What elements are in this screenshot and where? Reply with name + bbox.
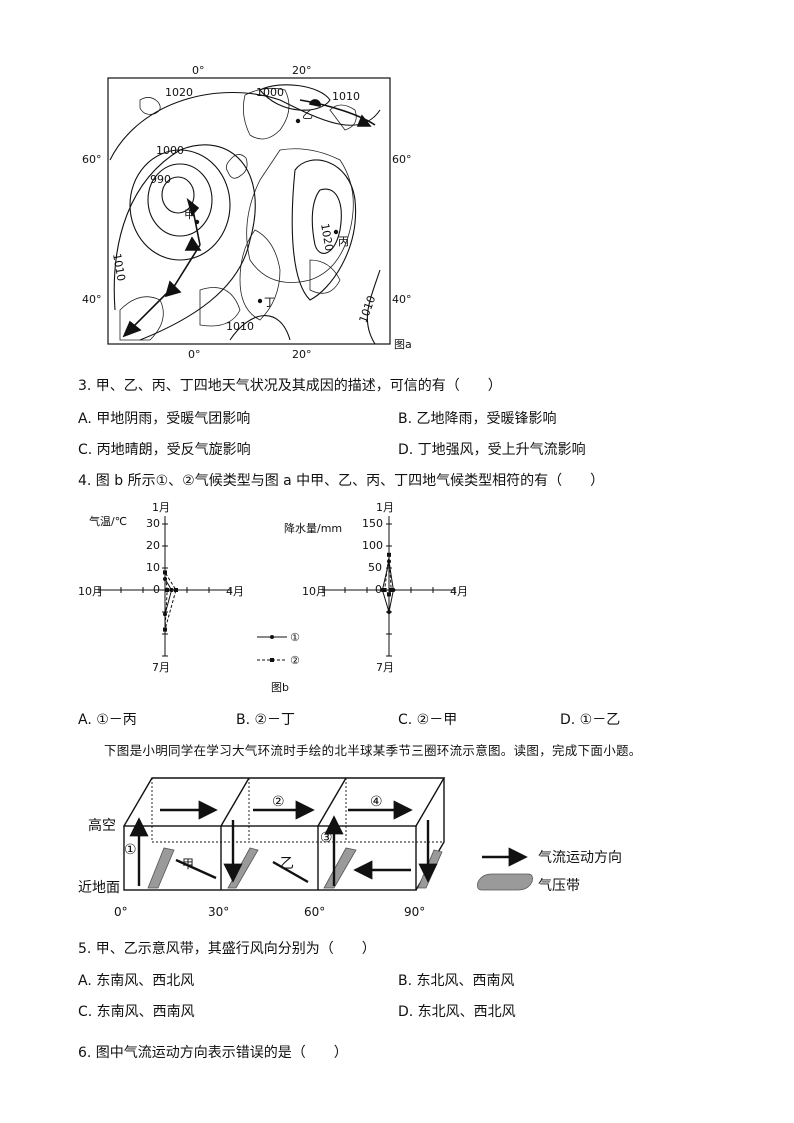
temp-month-jul: 7月	[152, 661, 170, 674]
radar-point-series-1	[387, 610, 391, 614]
lat-30: 30°	[208, 905, 229, 919]
q5-option-d[interactable]: D. 东北风、西北风	[398, 1004, 516, 1020]
climate-radar-charts: 气温/℃ 1月 4月 7月 10月 30 20 10 0 降水量/mm 1月 4…	[78, 501, 468, 694]
place-label-bing: 丙	[338, 235, 349, 248]
lat-label-right-40: 40°	[392, 293, 412, 306]
precip-month-oct: 10月	[302, 585, 327, 598]
precip-month-apr: 4月	[450, 585, 468, 598]
temp-tick-20: 20	[146, 539, 160, 552]
q3-option-c[interactable]: C. 丙地晴朗，受反气旋影响	[78, 442, 251, 458]
fig-b-caption: 图b	[271, 681, 289, 694]
circled-2: ②	[272, 794, 285, 810]
isobar-label: 1000	[156, 144, 184, 157]
q3-option-a[interactable]: A. 甲地阴雨，受暖气团影响	[78, 411, 251, 427]
radar-point-series-2	[382, 588, 387, 592]
precip-ylabel: 降水量/mm	[284, 521, 342, 535]
q3-option-d[interactable]: D. 丁地强风，受上升气流影响	[398, 442, 586, 458]
temp-tick-10: 10	[146, 561, 160, 574]
q5-option-a[interactable]: A. 东南风、西北风	[78, 973, 195, 989]
lat-90: 90°	[404, 905, 425, 919]
isobar-label: 1010	[110, 252, 128, 282]
isobar-label: 1000	[256, 86, 284, 99]
isobar-label: 1020	[165, 86, 193, 99]
pressure-belt-legend-swatch	[477, 873, 533, 891]
lon-label-top-0: 0°	[192, 64, 205, 77]
belt-label-jia: 甲	[182, 857, 194, 871]
isobar-label: 1010	[226, 320, 254, 333]
radar-point-series-2	[387, 552, 391, 557]
question-3-stem: 3. 甲、乙、丙、丁四地天气状况及其成因的描述，可信的有（ ）	[78, 378, 502, 394]
lon-label-top-20: 20°	[292, 64, 312, 77]
weather-map: 0° 20° 0° 20° 60° 40° 60° 40° 1020 1000 …	[82, 64, 412, 360]
lon-label-bottom-0: 0°	[188, 348, 201, 360]
q4-option-b[interactable]: B. ②－丁	[236, 712, 296, 728]
question-6-stem: 6. 图中气流运动方向表示错误的是（ ）	[78, 1045, 348, 1061]
radar-point-series-2	[174, 588, 178, 592]
question-4-stem: 4. 图 b 所示①、②气候类型与图 a 中甲、乙、丙、丁四地气候类型相符的有（…	[78, 473, 605, 489]
legend-series-1: ①	[290, 631, 300, 644]
precip-month-jul: 7月	[376, 661, 394, 674]
q5-option-c[interactable]: C. 东南风、西南风	[78, 1004, 195, 1020]
radar-series-1-outline	[381, 561, 394, 613]
place-label-ding: 丁	[264, 296, 275, 309]
isobar-label: 1020	[318, 222, 336, 252]
radar-point-series-2	[163, 570, 167, 575]
lat-label-left-40: 40°	[82, 293, 102, 306]
radar-point-series-1	[169, 588, 174, 592]
circled-4: ④	[370, 794, 383, 810]
temp-tick-30: 30	[146, 517, 160, 530]
belt-label-yi: 乙	[280, 856, 294, 872]
q3-option-b[interactable]: B. 乙地降雨，受暖锋影响	[398, 411, 557, 427]
label-high-altitude: 高空	[88, 817, 116, 834]
circled-3: ③	[320, 830, 333, 846]
circled-1: ①	[124, 842, 137, 858]
legend-flow-label: 气流运动方向	[538, 850, 622, 866]
temp-month-oct: 10月	[78, 585, 103, 598]
temp-month-jan: 1月	[152, 501, 170, 514]
precip-tick-50: 50	[368, 561, 382, 574]
question-5-stem: 5. 甲、乙示意风带，其盛行风向分别为（ ）	[78, 941, 376, 957]
circulation-diagram: 高空 近地面 0° 30° 60° 90° ① ② ③ ④ 甲 乙 气流运动方向…	[78, 777, 622, 919]
q4-option-a[interactable]: A. ①－丙	[78, 712, 137, 728]
radar-point-series-2	[389, 588, 394, 592]
radar-point-series-2	[387, 592, 391, 597]
lat-label-left-60: 60°	[82, 153, 102, 166]
lat-0: 0°	[114, 905, 128, 919]
legend-belt-label: 气压带	[538, 878, 580, 894]
precip-tick-100: 100	[362, 539, 383, 552]
q5-option-b[interactable]: B. 东北风、西南风	[398, 973, 515, 989]
fig-a-caption: 图a	[394, 338, 412, 351]
precip-tick-150: 150	[362, 517, 383, 530]
temp-ylabel: 气温/℃	[89, 514, 127, 528]
q4-option-d[interactable]: D. ①－乙	[560, 712, 621, 728]
label-near-ground: 近地面	[78, 880, 120, 896]
q4-option-c[interactable]: C. ②－甲	[398, 712, 458, 728]
isobar-label: 1010	[332, 90, 360, 103]
isobar-label: 990	[150, 173, 171, 186]
lon-label-bottom-20: 20°	[292, 348, 312, 360]
radar-point-series-2	[165, 588, 170, 592]
precip-month-jan: 1月	[376, 501, 394, 514]
legend-series-2: ②	[290, 654, 300, 667]
radar-point-series-1	[163, 577, 167, 581]
lat-label-right-60: 60°	[392, 153, 412, 166]
section-intro: 下图是小明同学在学习大气环流时手绘的北半球某季节三圈环流示意图。读图，完成下面小…	[104, 743, 642, 758]
lat-60: 60°	[304, 905, 325, 919]
place-label-jia: 甲	[184, 208, 195, 221]
place-label-yi: 乙	[302, 108, 313, 121]
temp-month-apr: 4月	[226, 585, 244, 598]
radar-point-series-2	[163, 627, 167, 632]
isobar-label: 1010	[357, 294, 379, 325]
